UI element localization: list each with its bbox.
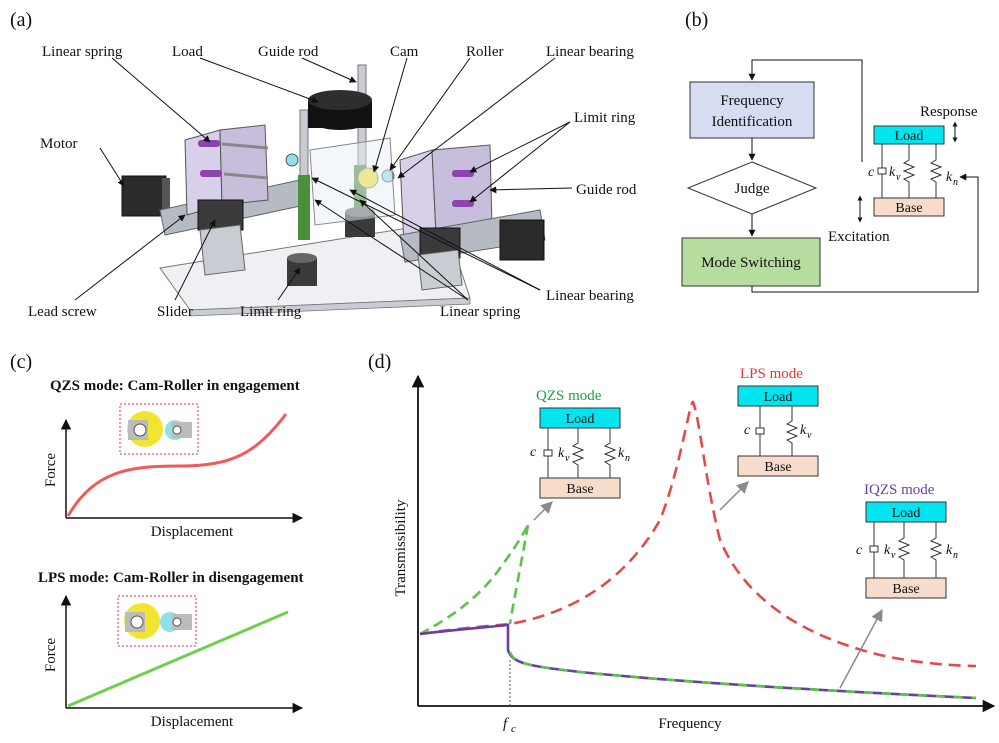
label-limit-ring-bottom: Limit ring	[240, 304, 302, 320]
d-lps-base: Base	[764, 460, 791, 475]
label-slider: Slider	[157, 304, 193, 320]
d-xlabel: Frequency	[658, 716, 722, 732]
b-kv-sub: v	[896, 172, 901, 183]
d-qzs-base: Base	[566, 482, 593, 497]
flowchart: Frequency Identification Judge Mode Swit…	[681, 59, 979, 293]
d-lps-label: LPS mode	[740, 366, 803, 382]
label-load: Load	[172, 44, 203, 60]
d-iqzs-curve	[419, 623, 977, 700]
b-response: Response	[920, 104, 978, 120]
d-axes: Transmissibility Frequency f c	[393, 374, 996, 735]
label-linear-spring-top: Linear spring	[42, 44, 123, 60]
d-qzs-schematic: QZS mode Load Base c k v k n	[530, 388, 630, 499]
d-qzs-c: c	[530, 445, 537, 460]
c-qzs-curve	[66, 413, 288, 517]
prototype-illustration	[121, 64, 546, 317]
d-lps-kv: k	[800, 423, 807, 438]
d-iqzs-c: c	[856, 543, 863, 558]
panel-label-d: (d)	[368, 351, 391, 373]
label-linear-bearing-top: Linear bearing	[546, 44, 634, 60]
d-ylabel: Transmissibility	[393, 499, 409, 596]
d-qzs-kn-sub: n	[625, 453, 630, 464]
flow-freq-line2: Identification	[712, 114, 793, 130]
c-lps-axes: Force Displacement	[43, 594, 304, 730]
d-fc: f	[503, 716, 509, 732]
panel-label-a: (a)	[10, 9, 32, 31]
label-roller: Roller	[466, 44, 504, 60]
d-lps-c: c	[744, 423, 751, 438]
c-qzs-axes: Force Displacement	[43, 403, 304, 540]
d-qzs-tail	[508, 651, 977, 700]
d-lps-schematic: LPS mode Load Base c k v	[737, 366, 819, 477]
b-excitation: Excitation	[828, 229, 890, 245]
d-qzs-kv: k	[558, 446, 565, 461]
d-qzs-kv-sub: v	[565, 453, 570, 464]
d-curves	[419, 400, 977, 700]
flow-box-mode-switching	[681, 237, 821, 287]
label-cam: Cam	[390, 44, 419, 60]
label-guide-rod-top: Guide rod	[258, 44, 319, 60]
d-qzs-kn: k	[618, 446, 625, 461]
panel-a-leaders	[74, 57, 573, 301]
c-lps-xlabel: Displacement	[151, 714, 234, 730]
label-motor: Motor	[40, 136, 78, 152]
d-iqzs-kn: k	[946, 543, 953, 558]
b-kv: k	[889, 165, 896, 180]
d-iqzs-kv-sub: v	[891, 550, 896, 561]
d-fc-sub: c	[511, 723, 516, 735]
panel-a-labels: Linear spring Load Guide rod Cam Roller …	[28, 44, 637, 320]
b-kn-sub: n	[953, 177, 958, 188]
d-iqzs-label: IQZS mode	[864, 482, 935, 498]
b-c: c	[868, 165, 875, 180]
d-iqzs-load: Load	[892, 506, 921, 521]
d-qzs-label: QZS mode	[536, 388, 602, 404]
flow-freq-line1: Frequency	[720, 93, 784, 109]
panel-label-c: (c)	[10, 351, 32, 373]
label-linear-spring-bottom: Linear spring	[440, 304, 521, 320]
b-load: Load	[895, 129, 924, 144]
c-lps-title: LPS mode: Cam-Roller in disengagement	[38, 570, 304, 586]
label-guide-rod-right: Guide rod	[576, 182, 637, 198]
d-iqzs-kn-sub: n	[953, 550, 958, 561]
d-qzs-load: Load	[566, 412, 595, 427]
label-limit-ring-right: Limit ring	[574, 110, 636, 126]
c-qzs-title: QZS mode: Cam-Roller in engagement	[50, 378, 300, 394]
d-iqzs-base: Base	[892, 582, 919, 597]
b-base: Base	[895, 201, 922, 216]
c-qzs-xlabel: Displacement	[151, 524, 234, 540]
c-lps-ylabel: Force	[43, 638, 59, 672]
d-lps-kv-sub: v	[807, 430, 812, 441]
d-lps-curve	[419, 400, 977, 668]
label-linear-bearing-bottom: Linear bearing	[546, 288, 634, 304]
d-iqzs-schematic: IQZS mode Load Base c k v k n	[856, 482, 958, 599]
flow-mode-switching: Mode Switching	[701, 255, 801, 271]
d-iqzs-kv: k	[884, 543, 891, 558]
panel-label-b: (b)	[685, 9, 708, 31]
c-qzs-ylabel: Force	[43, 453, 59, 487]
d-lps-load: Load	[764, 390, 793, 405]
label-lead-screw: Lead screw	[28, 304, 97, 320]
d-qzs-rise	[419, 524, 530, 636]
b-kn: k	[946, 170, 953, 185]
flow-judge: Judge	[735, 181, 770, 197]
c-lps-curve	[67, 610, 289, 708]
